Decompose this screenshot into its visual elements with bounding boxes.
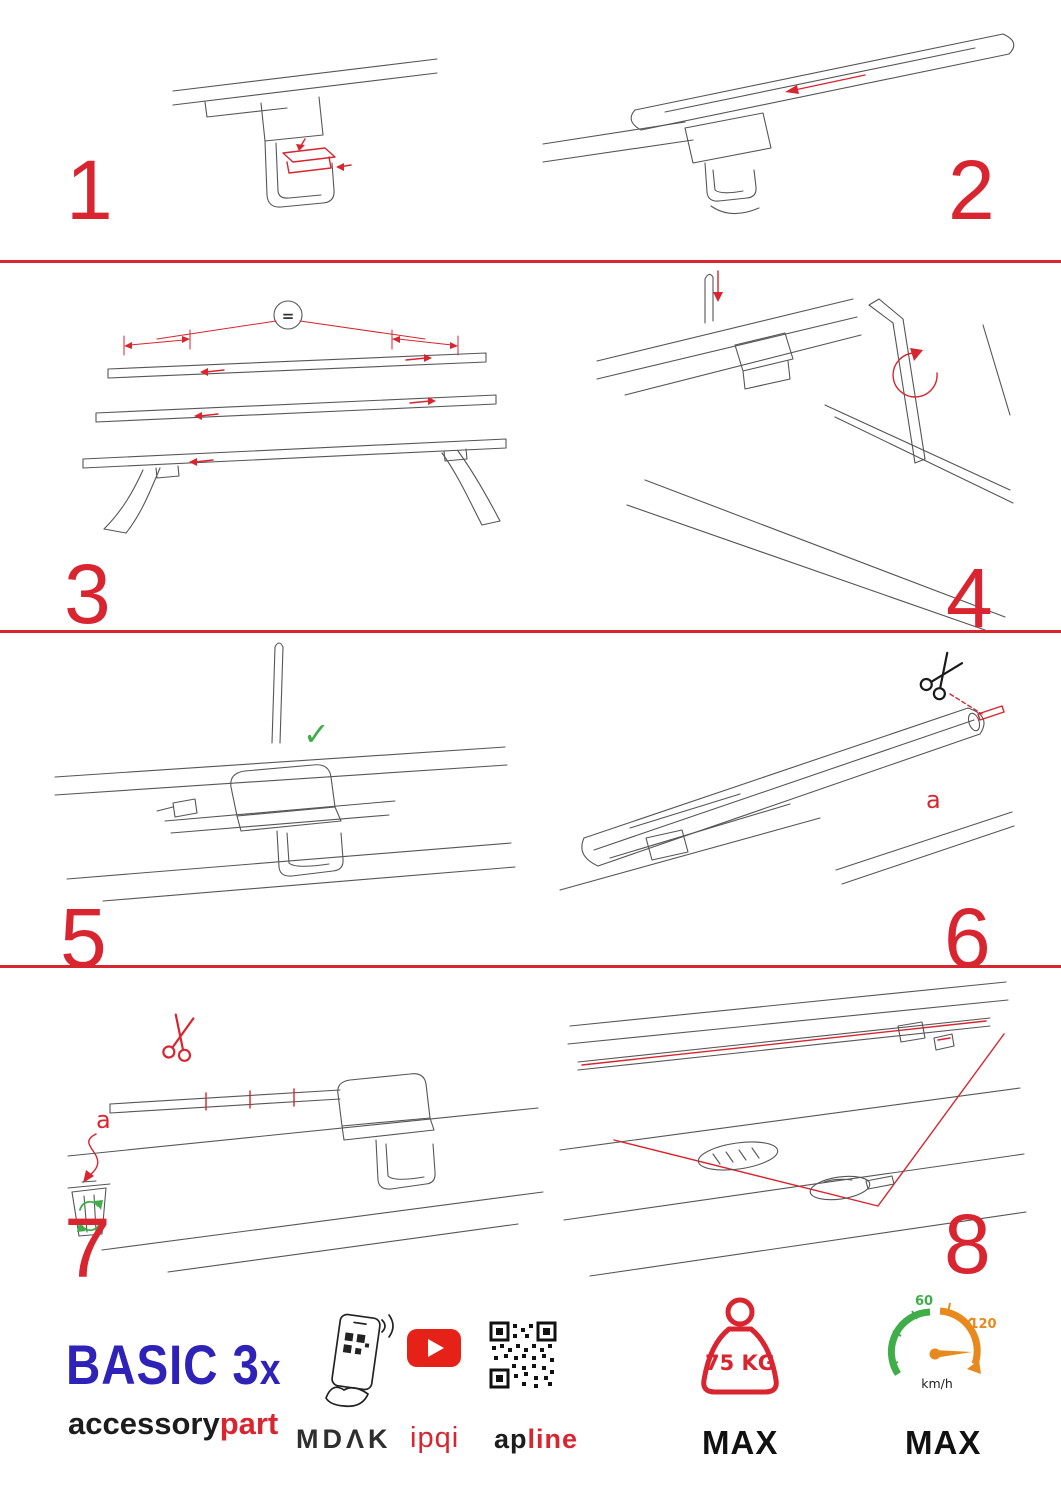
brand-prefix: accessory [68, 1406, 220, 1441]
rubber-strip-end [977, 705, 1005, 721]
weight-limit-text: 75 KG [705, 1351, 775, 1375]
step-5-illustration: ✓ [54, 642, 516, 902]
step-1-number: 1 [66, 143, 113, 237]
speed-low-text: 60 [915, 1294, 933, 1309]
speedometer-needle [934, 1350, 972, 1358]
step-7-illustration: a [67, 1013, 544, 1273]
checkmark-icon: ✓ [303, 715, 330, 753]
speedometer-icon: 60 120 km/h [887, 1294, 997, 1391]
apline-logo: apline [494, 1424, 578, 1455]
step-8-number: 8 [944, 1197, 991, 1291]
step-3-illustration: = [82, 300, 507, 534]
step-7-number: 7 [64, 1201, 111, 1295]
phone-qr-icon [325, 1313, 394, 1408]
brand-suffix: part [219, 1406, 279, 1441]
row-divider-2 [0, 630, 1061, 633]
scissors-icon [919, 651, 964, 701]
step-3-number: 3 [64, 547, 111, 641]
product-multiplier: x [259, 1345, 282, 1394]
scissors-icon [162, 1013, 195, 1062]
youtube-icon [407, 1329, 461, 1367]
apline-prefix: ap [494, 1424, 528, 1454]
step-4-number: 4 [946, 551, 993, 645]
step-2-illustration [542, 33, 1015, 215]
ipqi-logo: ipqi [410, 1422, 460, 1454]
step-2-number: 2 [948, 143, 995, 237]
product-logo: BASIC 3x [66, 1332, 281, 1397]
recycle-arrows-icon [77, 1200, 103, 1232]
strip-profile-part [697, 1141, 779, 1171]
row-divider-3 [0, 965, 1061, 968]
speed-high-text: 120 [969, 1317, 996, 1332]
step-4-illustration [596, 270, 1014, 631]
step-6-illustration: a [559, 651, 1015, 891]
hex-key-icon [892, 322, 916, 464]
step-8-illustration [559, 981, 1027, 1277]
cut-label-a: a [96, 1106, 111, 1134]
t-bolt-part [809, 1175, 895, 1201]
equal-spacing-badge [273, 300, 303, 330]
product-name-text: BASIC 3 [66, 1333, 260, 1396]
apline-suffix: line [527, 1424, 579, 1454]
trash-bin-icon [67, 1180, 111, 1237]
qr-code-icon [489, 1321, 557, 1389]
step-1-illustration [172, 58, 438, 208]
leader-lines [613, 1033, 1005, 1207]
cut-label-a: a [926, 786, 941, 814]
speed-max-label: MAX [905, 1424, 982, 1461]
rubber-pad-outline [282, 147, 336, 163]
brand-wordmark: accessorypart [68, 1406, 278, 1442]
max-weight-icon: 75 KG [701, 1297, 779, 1395]
speed-unit-text: km/h [921, 1376, 953, 1391]
row-divider-1 [0, 260, 1061, 263]
rotate-arrow-icon [892, 352, 938, 398]
mdak-logo: MDΛK [296, 1424, 392, 1454]
equal-sign: = [282, 307, 295, 325]
weight-max-label: MAX [702, 1424, 779, 1461]
